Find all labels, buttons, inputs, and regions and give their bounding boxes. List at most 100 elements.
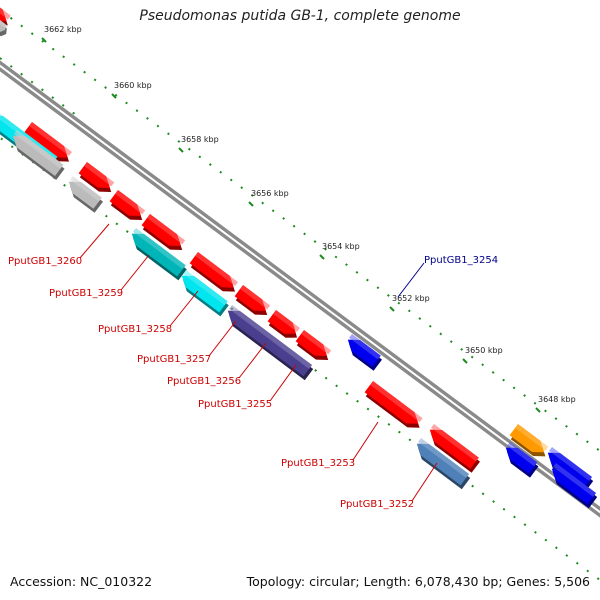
gene-arrow-highlight xyxy=(133,228,186,270)
gene-features[interactable] xyxy=(0,0,598,509)
gene-arrow[interactable] xyxy=(109,190,146,220)
gene-arrow-body xyxy=(295,330,327,356)
gene-arrow-highlight xyxy=(515,424,549,451)
gene-arrow-body xyxy=(227,310,312,377)
gene-arrow-highlight xyxy=(115,190,146,215)
gene-label[interactable]: PputGB1_3253 xyxy=(281,458,355,469)
gene-arrow-body xyxy=(78,162,110,188)
tick-mark xyxy=(178,147,184,153)
gene-labels[interactable]: PputGB1_3260PputGB1_3259PputGB1_3258Pput… xyxy=(8,255,498,510)
gene-arrow[interactable] xyxy=(181,270,229,317)
tick-mark xyxy=(535,407,541,413)
leader-line xyxy=(269,364,297,402)
gene-arrow-body xyxy=(551,468,596,505)
gene-arrow-highlight xyxy=(349,334,381,360)
gene-arrow[interactable] xyxy=(416,438,471,490)
gene-arrow[interactable] xyxy=(68,176,103,213)
gene-arrow[interactable] xyxy=(267,310,300,338)
leader-line xyxy=(208,320,237,357)
gene-arrow-body xyxy=(429,429,479,469)
tick-label: 3650 kbp xyxy=(465,346,503,355)
gene-arrow-body xyxy=(234,285,266,311)
gene-arrow-highlight xyxy=(240,285,271,310)
gene-arrow-body xyxy=(181,275,228,313)
topology-text: Topology: circular; Length: 6,078,430 bp… xyxy=(246,574,590,589)
gene-arrow[interactable] xyxy=(234,285,271,315)
gene-arrow-body xyxy=(267,310,296,334)
gene-arrow-highlight xyxy=(0,20,8,29)
gene-arrow[interactable] xyxy=(131,228,187,281)
gene-arrow[interactable] xyxy=(505,442,539,478)
label-leader-lines xyxy=(79,223,438,502)
gene-arrow-body xyxy=(12,135,64,176)
accession-text: Accession: NC_010322 xyxy=(10,574,153,589)
leader-line xyxy=(169,290,199,327)
gene-arrow-body xyxy=(505,447,538,474)
gene-label[interactable]: PputGB1_3260 xyxy=(8,256,82,267)
gene-arrow-body xyxy=(509,424,545,453)
gene-arrow-highlight xyxy=(301,330,332,355)
tick-label: 3662 kbp xyxy=(44,25,82,34)
gene-arrow-body xyxy=(364,381,419,424)
gene-label[interactable]: PputGB1_3257 xyxy=(137,354,211,365)
gene-arrow-highlight xyxy=(147,214,186,245)
gene-arrow-body xyxy=(189,252,234,288)
gene-arrow[interactable] xyxy=(227,305,314,381)
gene-arrow[interactable] xyxy=(0,20,8,37)
gene-label[interactable]: PputGB1_3254 xyxy=(424,255,498,266)
gene-label[interactable]: PputGB1_3259 xyxy=(49,288,123,299)
tick-label: 3656 kbp xyxy=(251,189,289,198)
gene-arrow-body xyxy=(131,233,186,277)
gene-arrow-highlight xyxy=(0,113,58,161)
gene-arrow-highlight xyxy=(14,130,64,169)
gene-arrow[interactable] xyxy=(23,122,73,162)
gene-arrow-body xyxy=(23,122,68,158)
gene-arrow-highlight xyxy=(418,438,469,478)
map-title: Pseudomonas putida GB-1, complete genome xyxy=(139,8,461,24)
gene-arrow-body xyxy=(347,339,381,367)
gene-arrow-highlight xyxy=(273,310,300,332)
gene-arrow-body xyxy=(109,190,141,216)
gene-arrow-highlight xyxy=(84,162,115,187)
gene-arrow-highlight xyxy=(0,7,11,20)
tick-mark xyxy=(248,201,254,207)
leader-line xyxy=(397,262,425,298)
leader-line xyxy=(238,342,267,379)
gene-arrow-highlight xyxy=(229,305,312,369)
tick-label: 3660 kbp xyxy=(114,81,152,90)
gene-arrow[interactable] xyxy=(364,381,423,428)
leader-line xyxy=(352,421,379,461)
gene-arrow-body xyxy=(547,452,592,489)
gene-arrow[interactable] xyxy=(189,252,238,292)
tick-mark xyxy=(389,306,395,312)
tick-label: 3648 kbp xyxy=(538,395,576,404)
gene-label[interactable]: PputGB1_3252 xyxy=(340,499,414,510)
tick-label: 3658 kbp xyxy=(181,135,219,144)
gene-arrow[interactable] xyxy=(429,424,480,473)
leader-line xyxy=(411,462,438,502)
tick-label: 3654 kbp xyxy=(322,242,360,251)
tick-dot-line xyxy=(0,57,81,119)
gene-arrow[interactable] xyxy=(551,463,598,509)
scale-tick-labels: 3662 kbp 3660 kbp 3658 kbp 3656 kbp 3654 kbp… xyxy=(41,25,576,413)
gene-arrow-highlight xyxy=(29,122,73,156)
tick-mark xyxy=(41,37,47,43)
leader-line xyxy=(120,254,150,291)
tick-dot-line xyxy=(0,9,600,452)
tick-mark xyxy=(111,93,117,99)
gene-label[interactable]: PputGB1_3258 xyxy=(98,324,172,335)
gene-arrow[interactable] xyxy=(12,130,65,180)
tick-label: 3652 kbp xyxy=(392,294,430,303)
gene-arrow[interactable] xyxy=(509,424,549,457)
gene-label[interactable]: PputGB1_3256 xyxy=(167,376,241,387)
gene-arrow[interactable] xyxy=(347,334,382,371)
gene-label[interactable]: PputGB1_3255 xyxy=(198,399,272,410)
gene-arrow[interactable] xyxy=(78,162,115,192)
gene-arrow[interactable] xyxy=(295,330,332,360)
gene-arrow-highlight xyxy=(431,424,479,462)
gene-arrow-body xyxy=(68,181,102,209)
gene-arrow-highlight xyxy=(553,463,596,497)
gene-arrow[interactable] xyxy=(141,214,186,250)
leader-line xyxy=(79,223,110,259)
